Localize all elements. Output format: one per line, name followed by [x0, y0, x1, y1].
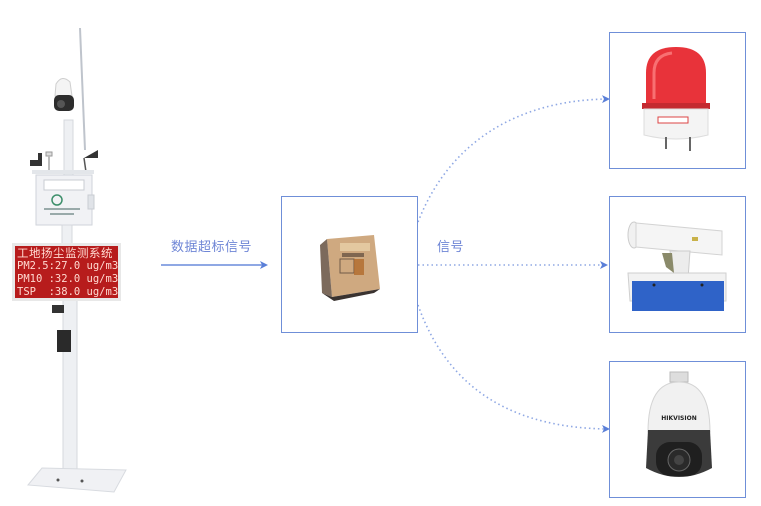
monitor-station: 工地扬尘监测系统 PM2.5:27.0 ug/m3 PM10 :32.0 ug/… — [0, 0, 140, 506]
output-box-warning-light — [609, 32, 746, 169]
relay-box — [281, 196, 418, 333]
edge-label-exceed-signal: 数据超标信号 — [171, 240, 253, 255]
output-box-ptz-camera: HIKVISION — [609, 361, 746, 498]
fog-cannon-icon — [627, 221, 727, 311]
station-pole-icon — [27, 27, 127, 493]
edge-label-signal: 信号 — [437, 240, 465, 255]
led-display: 工地扬尘监测系统 PM2.5:27.0 ug/m3 PM10 :32.0 ug/… — [12, 243, 121, 301]
ptz-camera-icon: HIKVISION — [646, 371, 712, 477]
edge-to-ptz-camera — [417, 304, 610, 433]
output-box-fog-cannon — [609, 196, 746, 333]
led-title: 工地扬尘监测系统 — [17, 246, 113, 260]
hikvision-logo-icon: HIKVISION — [661, 415, 696, 422]
relay-icon — [320, 235, 380, 301]
led-row-tsp: TSP :38.0 ug/m3 — [17, 286, 119, 298]
led-row-pm25: PM2.5:27.0 ug/m3 — [17, 260, 119, 272]
edge-to-warning-light — [417, 95, 610, 223]
warning-light-icon — [642, 47, 710, 151]
led-row-pm10: PM10 :32.0 ug/m3 — [17, 273, 119, 285]
